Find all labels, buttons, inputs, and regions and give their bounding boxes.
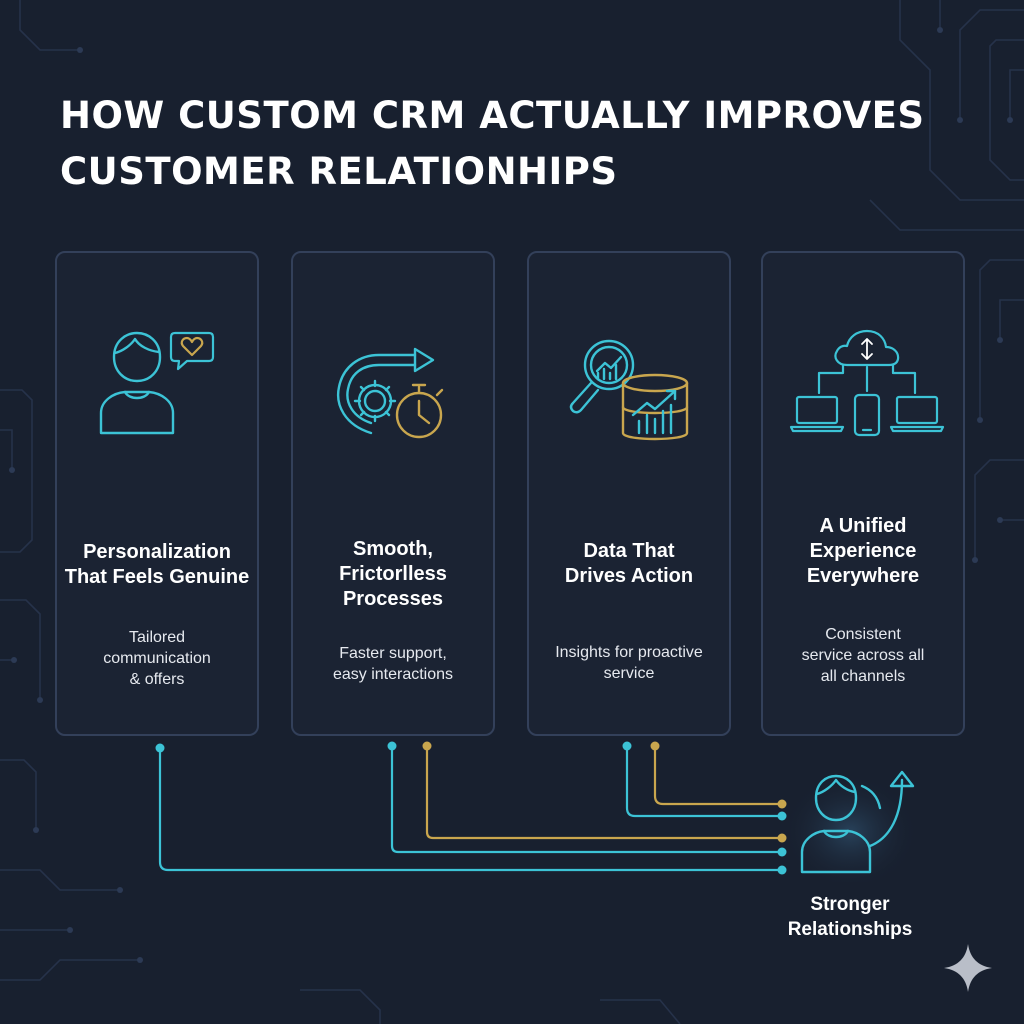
card-unified-experience: A Unified Experience Everywhere Consiste… bbox=[761, 251, 965, 736]
card-processes: Smooth, Frictorlless Processes Faster su… bbox=[291, 251, 495, 736]
card-description: Faster support, easy interactions bbox=[332, 645, 454, 683]
title-line-1: HOW CUSTOM CRM ACTUALLY IMPROVES bbox=[60, 94, 925, 137]
outcome-label: Stronger Relationships bbox=[787, 894, 913, 940]
sparkle-icon bbox=[944, 944, 992, 992]
title-line-2: CUSTOMER RELATIONHIPS bbox=[60, 150, 618, 193]
magnifier-database-chart-icon bbox=[569, 339, 689, 441]
card-description: Insights for proactive service bbox=[555, 644, 703, 682]
person-growth-arrow-icon bbox=[790, 768, 918, 882]
card-description: Tailored communication & offers bbox=[103, 629, 211, 688]
card-title: A Unified Experience Everywhere bbox=[806, 515, 920, 587]
page-title: HOW CUSTOM CRM ACTUALLY IMPROVES CUSTOME… bbox=[60, 88, 960, 200]
connector-card-2-teal bbox=[390, 744, 782, 854]
person-chat-heart-icon bbox=[99, 331, 215, 435]
connector-card-1 bbox=[158, 746, 782, 872]
card-personalization: Personalization That Feels Genuine Tailo… bbox=[55, 251, 259, 736]
connector-card-3-gold bbox=[653, 744, 782, 806]
card-title: Smooth, Frictorlless Processes bbox=[339, 538, 447, 610]
card-title: Data That Drives Action bbox=[564, 540, 694, 587]
card-data-action: Data That Drives Action Insights for pro… bbox=[527, 251, 731, 736]
connector-card-2-gold bbox=[425, 744, 782, 840]
card-title: Personalization That Feels Genuine bbox=[64, 541, 250, 588]
cloud-devices-icon bbox=[789, 329, 945, 437]
card-description: Consistent service across all all channe… bbox=[801, 626, 925, 685]
gear-stopwatch-arrow-icon bbox=[336, 347, 444, 439]
connector-card-3-teal bbox=[625, 744, 782, 818]
